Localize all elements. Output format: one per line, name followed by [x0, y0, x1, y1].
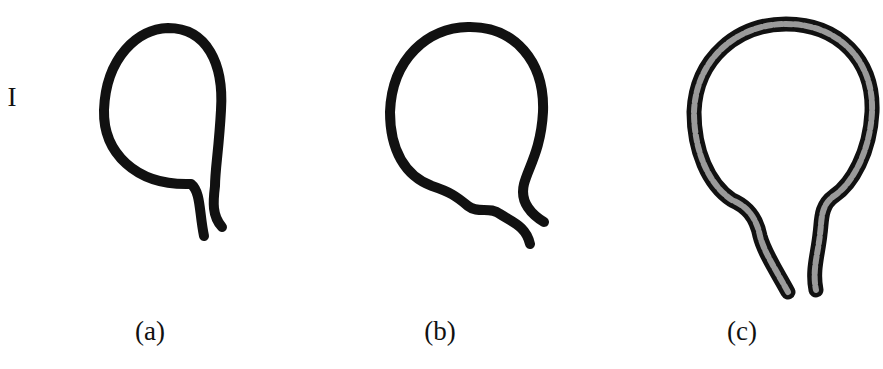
flask-outline-b [390, 27, 544, 244]
row-number: I [8, 84, 17, 111]
panel-label: (c) [727, 318, 757, 345]
flask-texture-c [694, 24, 872, 292]
panel-label: (b) [424, 318, 455, 345]
panel-label: (a) [135, 318, 165, 345]
flask-outline-a [104, 28, 222, 236]
flask-outline-c [694, 24, 872, 292]
